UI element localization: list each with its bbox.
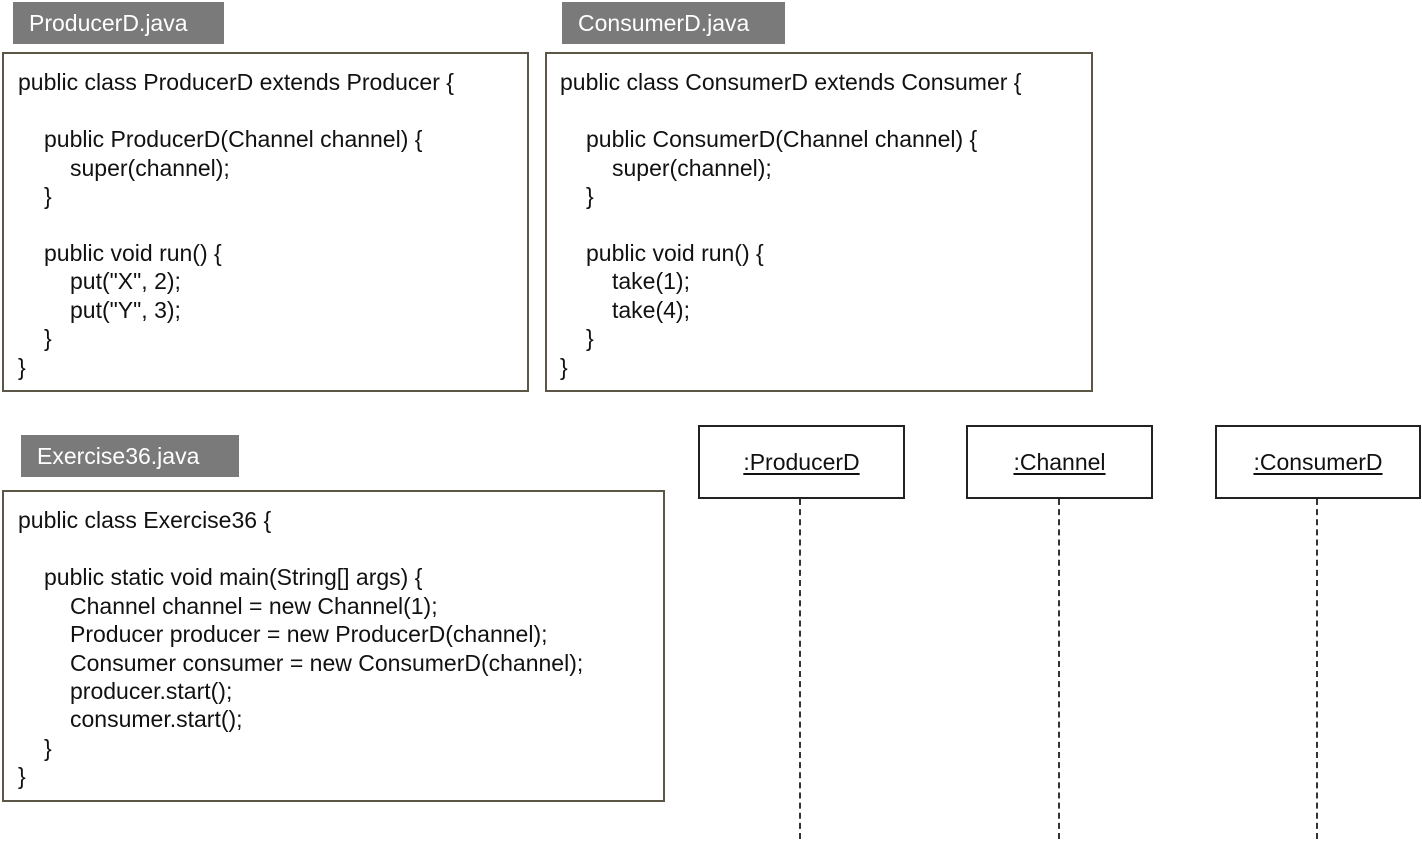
- code-line: public void run() {: [44, 240, 222, 266]
- code-line: public ConsumerD(Channel channel) {: [586, 126, 978, 152]
- code-line: }: [44, 183, 52, 209]
- code-line: consumer.start();: [70, 706, 243, 732]
- code-line: }: [586, 183, 594, 209]
- code-line: public class ProducerD extends Producer …: [18, 69, 454, 95]
- code-line: public class ConsumerD extends Consumer …: [560, 69, 1022, 95]
- code-line: public ProducerD(Channel channel) {: [44, 126, 423, 152]
- code-line: take(4);: [612, 297, 690, 323]
- code-line: super(channel);: [70, 155, 230, 181]
- exercise-file-tab: Exercise36.java: [21, 435, 239, 477]
- consumer-code-box: public class ConsumerD extends Consumer …: [545, 52, 1093, 392]
- lifeline-producer-name: :ProducerD: [743, 448, 860, 475]
- code-line: put("X", 2);: [70, 268, 181, 294]
- lifeline-consumer-dashed-line: [1316, 499, 1318, 839]
- exercise-code-box: public class Exercise36 { public static …: [2, 490, 665, 802]
- lifeline-channel-dashed-line: [1058, 499, 1060, 839]
- code-line: }: [44, 325, 52, 351]
- code-line: public static void main(String[] args) {: [44, 564, 423, 590]
- code-line: }: [18, 763, 26, 789]
- code-line: super(channel);: [612, 155, 772, 181]
- code-line: Channel channel = new Channel(1);: [70, 593, 438, 619]
- lifeline-consumer-box: :ConsumerD: [1215, 425, 1421, 499]
- producer-file-tab: ProducerD.java: [13, 2, 224, 44]
- producer-code-box: public class ProducerD extends Producer …: [2, 52, 529, 392]
- code-line: put("Y", 3);: [70, 297, 181, 323]
- code-line: public void run() {: [586, 240, 764, 266]
- lifeline-producer-dashed-line: [799, 499, 801, 839]
- code-line: public class Exercise36 {: [18, 507, 272, 533]
- code-line: }: [560, 354, 568, 380]
- lifeline-consumer-name: :ConsumerD: [1253, 448, 1383, 475]
- lifeline-producer-box: :ProducerD: [698, 425, 905, 499]
- lifeline-channel-name: :Channel: [1013, 448, 1106, 475]
- code-line: Producer producer = new ProducerD(channe…: [70, 621, 548, 647]
- code-line: take(1);: [612, 268, 690, 294]
- code-line: }: [44, 735, 52, 761]
- code-line: }: [586, 325, 594, 351]
- consumer-file-tab: ConsumerD.java: [562, 2, 785, 44]
- lifeline-channel-box: :Channel: [966, 425, 1153, 499]
- code-line: producer.start();: [70, 678, 233, 704]
- code-line: }: [18, 354, 26, 380]
- code-line: Consumer consumer = new ConsumerD(channe…: [70, 650, 584, 676]
